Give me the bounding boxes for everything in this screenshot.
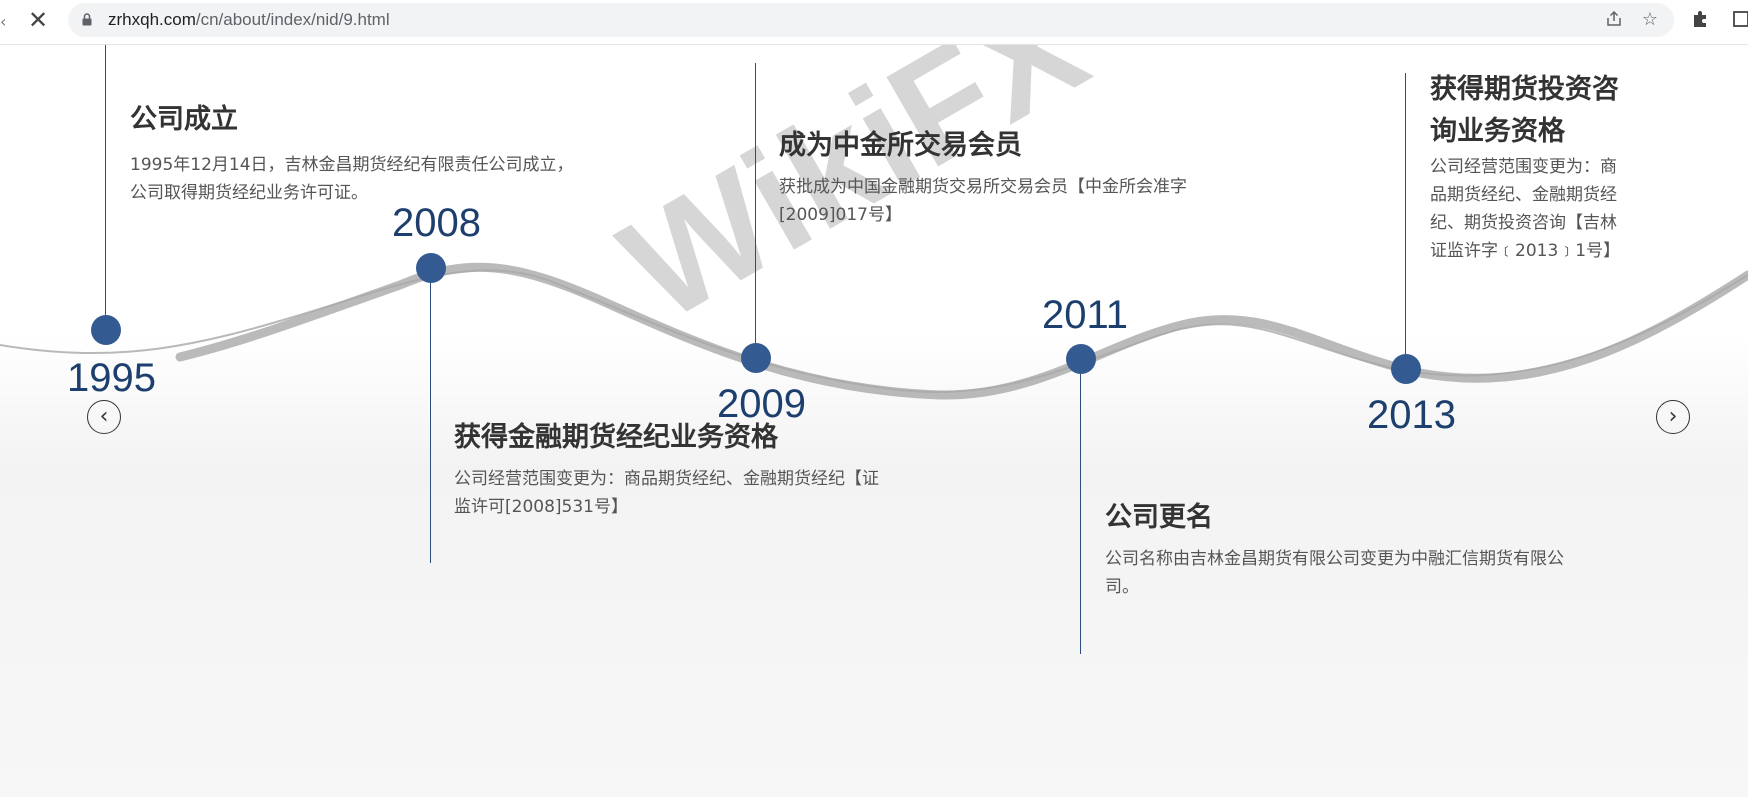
timeline-year-2013: 2013 [1367, 393, 1456, 437]
timeline-dot-1995[interactable] [91, 315, 121, 345]
event-title-1995: 公司成立 [130, 104, 238, 135]
event-title-2011: 公司更名 [1105, 502, 1213, 533]
event-title-2008: 获得金融期货经纪业务资格 [454, 422, 778, 453]
timeline-connector [1080, 374, 1081, 654]
event-desc-2013: 公司经营范围变更为：商品期货经纪、金融期货经纪、期货投资咨询【吉林证监许字﹝20… [1430, 157, 1621, 261]
timeline-connector [105, 45, 106, 330]
url-domain: zrhxqh.com [108, 10, 196, 29]
timeline-connector [1405, 73, 1406, 358]
address-bar[interactable]: zrhxqh.com/cn/about/index/nid/9.html ☆ [68, 3, 1674, 37]
bookmark-star-icon[interactable]: ☆ [1641, 9, 1659, 30]
stop-loading-icon[interactable]: ✕ [27, 6, 49, 34]
history-timeline-section: WikiFX 1995 公司成立 1995年12月14日，吉林金昌期货经纪有限责… [0, 45, 1748, 797]
browser-toolbar: ‹ ✕ zrhxqh.com/cn/about/index/nid/9.html… [0, 0, 1748, 45]
share-icon[interactable] [1604, 10, 1624, 30]
timeline-year-2011: 2011 [1042, 293, 1129, 337]
event-desc-2009: 获批成为中国金融期货交易所交易会员【中金所会准字[2009]017号】 [779, 177, 1187, 225]
timeline-dot-2011[interactable] [1066, 344, 1096, 374]
lock-icon [82, 13, 92, 26]
timeline-dot-2008[interactable] [416, 253, 446, 283]
url-path: /cn/about/index/nid/9.html [195, 10, 390, 29]
back-arrow-icon[interactable]: ‹ [0, 12, 7, 31]
event-title-2009: 成为中金所交易会员 [779, 130, 1022, 161]
timeline-connector [755, 63, 756, 345]
extensions-puzzle-icon[interactable] [1689, 9, 1711, 31]
timeline-next-button[interactable]: › [1656, 400, 1690, 434]
event-title-2013: 获得期货投资咨询业务资格 [1430, 74, 1619, 147]
timeline-dot-2013[interactable] [1391, 354, 1421, 384]
timeline-year-1995: 1995 [67, 356, 156, 400]
url-text: zrhxqh.com/cn/about/index/nid/9.html [108, 9, 390, 31]
timeline-year-2008: 2008 [392, 201, 481, 245]
timeline-year-2009: 2009 [717, 382, 806, 426]
timeline-dot-2009[interactable] [741, 343, 771, 373]
event-desc-2011: 公司名称由吉林金昌期货有限公司变更为中融汇信期货有限公司。 [1105, 549, 1564, 597]
timeline-connector [430, 283, 431, 563]
timeline-prev-button[interactable]: ‹ [87, 400, 121, 434]
event-desc-1995: 1995年12月14日，吉林金昌期货经纪有限责任公司成立，公司取得期货经纪业务许… [130, 155, 574, 203]
event-desc-2008: 公司经营范围变更为：商品期货经纪、金融期货经纪【证监许可[2008]531号】 [454, 469, 879, 517]
side-panel-icon[interactable] [1730, 9, 1748, 31]
